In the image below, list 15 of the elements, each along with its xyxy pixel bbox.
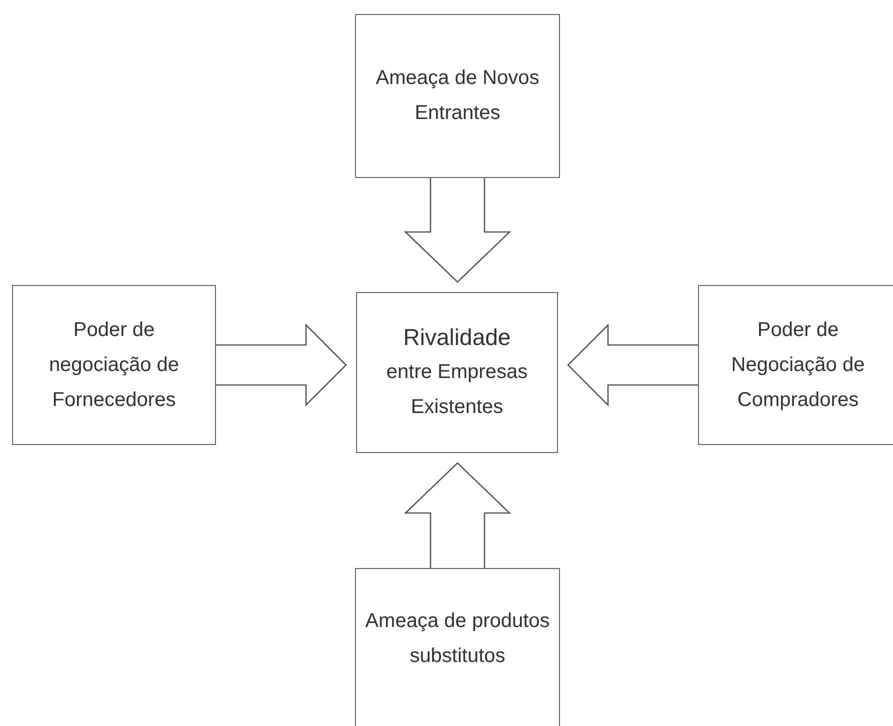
box-text: Ameaça de Novos Entrantes	[374, 66, 540, 126]
text-box	[12, 285, 216, 445]
box-text: entre Empresas Existentes	[385, 360, 529, 420]
text-box	[355, 568, 560, 726]
block-arrow	[404, 462, 512, 569]
block-arrow	[215, 323, 347, 407]
block-arrow	[567, 323, 699, 407]
text-box	[356, 292, 558, 453]
text-box	[355, 14, 560, 178]
block-arrow	[404, 177, 512, 283]
box-text: Poder de negociação de Fornecedores	[48, 318, 180, 412]
text-box	[698, 285, 893, 445]
box-text: Poder de Negociação de Compradores	[730, 318, 866, 412]
box-heading: Rivalidade	[403, 323, 511, 352]
box-text: Ameaça de produtos substitutos	[364, 608, 551, 668]
